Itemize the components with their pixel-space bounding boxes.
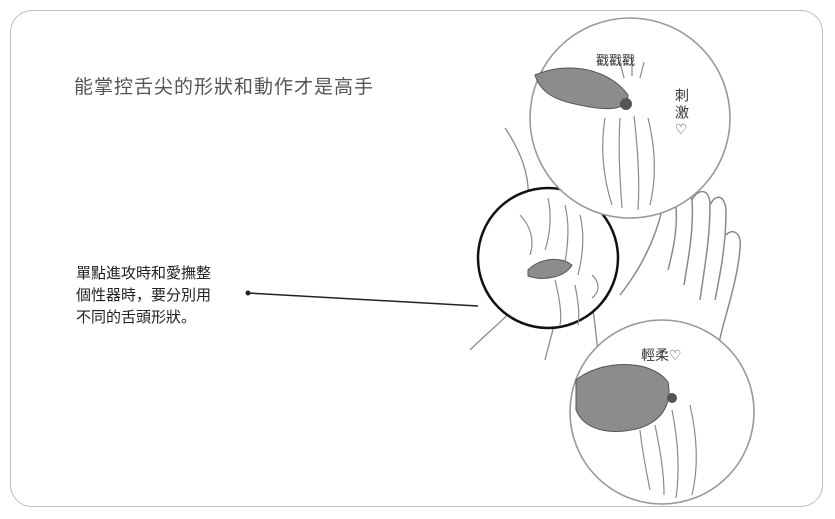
top-circle-sketch xyxy=(602,58,655,211)
label-soft: 輕柔♡ xyxy=(641,348,682,364)
bottom-circle-sketch xyxy=(639,404,697,499)
tongue-flat xyxy=(575,364,670,432)
main-circle xyxy=(476,186,620,330)
tongue-main xyxy=(527,258,573,279)
page-title: 能掌控舌尖的形狀和動作才是高手 xyxy=(74,76,375,98)
label-tap: 戳戳戳 xyxy=(596,54,636,69)
soft-point xyxy=(667,393,677,403)
leader-line xyxy=(247,292,479,307)
main-circle-sketch xyxy=(519,197,599,326)
label-sting: 刺激♡ xyxy=(673,88,689,141)
top-circle xyxy=(529,17,731,219)
tip-point xyxy=(620,98,632,110)
tip-note: 單點進攻時和愛撫整 個性器時，要分別用 不同的舌頭形狀。 xyxy=(76,264,212,326)
card-frame xyxy=(10,10,823,507)
